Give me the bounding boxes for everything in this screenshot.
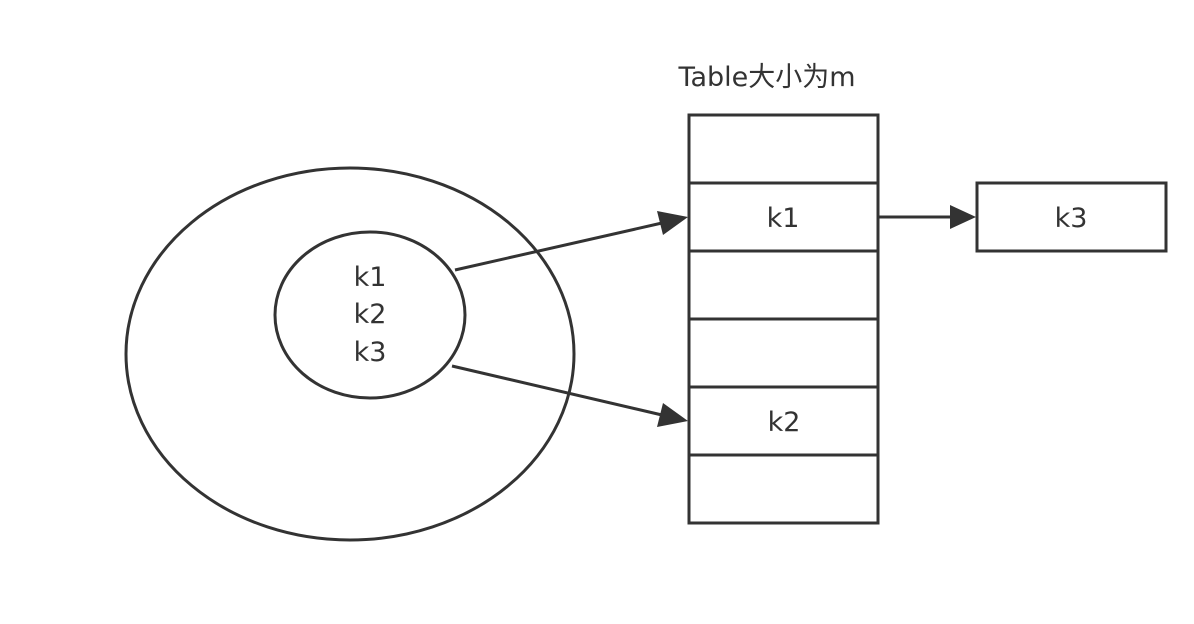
key-set-item-k1: k1: [354, 262, 387, 293]
table-slot-4-label: k2: [768, 407, 801, 438]
key-set-item-k3: k3: [354, 337, 387, 368]
table-slot-1-label: k1: [767, 203, 800, 234]
arrow-to-k1-slot: [454, 211, 688, 272]
arrow-to-k2-slot: [451, 364, 688, 427]
hash-table: k1 k2: [687, 113, 880, 525]
table-slot-0: [687, 113, 880, 185]
key-set-item-k2: k2: [354, 299, 387, 330]
table-title: Table大小为m: [677, 62, 855, 93]
chain-node-label: k3: [1055, 203, 1088, 234]
table-slot-5: [687, 453, 880, 525]
table-slot-3: [687, 317, 880, 389]
table-slot-2: [687, 249, 880, 321]
table-slot-4: [687, 385, 880, 457]
arrow-to-chain-node: [878, 205, 976, 229]
chain-node-box: [975, 181, 1168, 253]
inner-key-set-ellipse: [273, 230, 467, 400]
